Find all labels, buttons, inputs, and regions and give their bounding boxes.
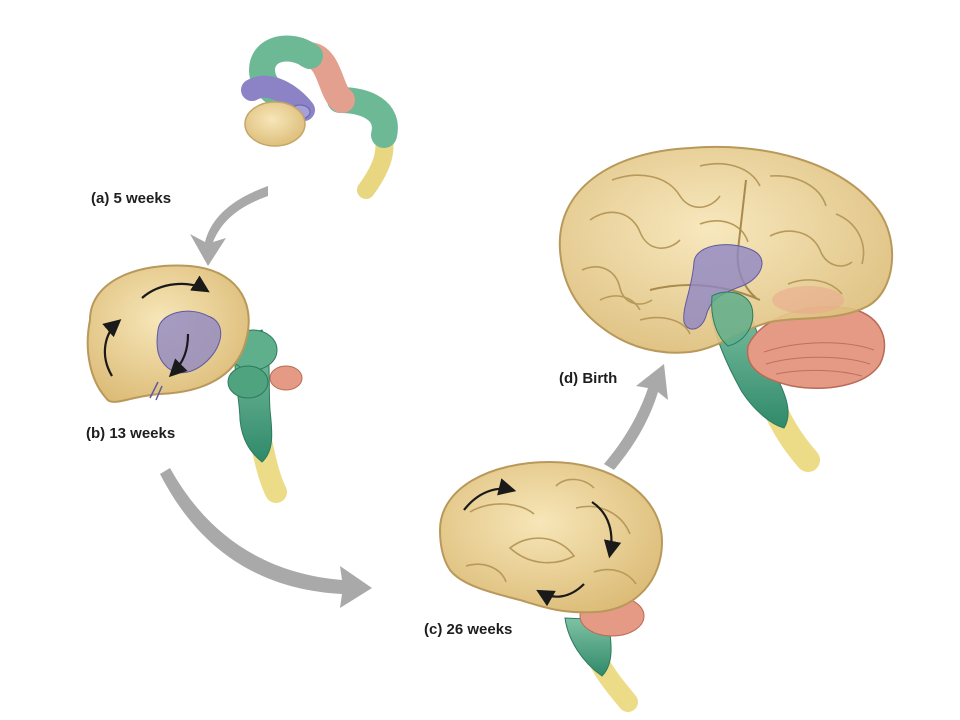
stage-label-13-weeks: (b) 13 weeks: [86, 425, 176, 442]
brain-at-birth: [558, 145, 894, 472]
transition-arrow-a-to-b: [190, 186, 268, 266]
transition-arrow-c-to-d: [604, 364, 668, 470]
stage-label-26-weeks: (c) 26 weeks: [424, 621, 513, 638]
stage-label-birth: (d) Birth: [559, 370, 618, 387]
stage-label-5-weeks: (a) 5 weeks: [91, 190, 172, 207]
transition-arrow-b-to-c: [160, 468, 372, 608]
embryo-5-weeks: [241, 35, 398, 199]
brain-26-weeks: [438, 460, 664, 712]
brain-13-weeks: [86, 264, 303, 503]
